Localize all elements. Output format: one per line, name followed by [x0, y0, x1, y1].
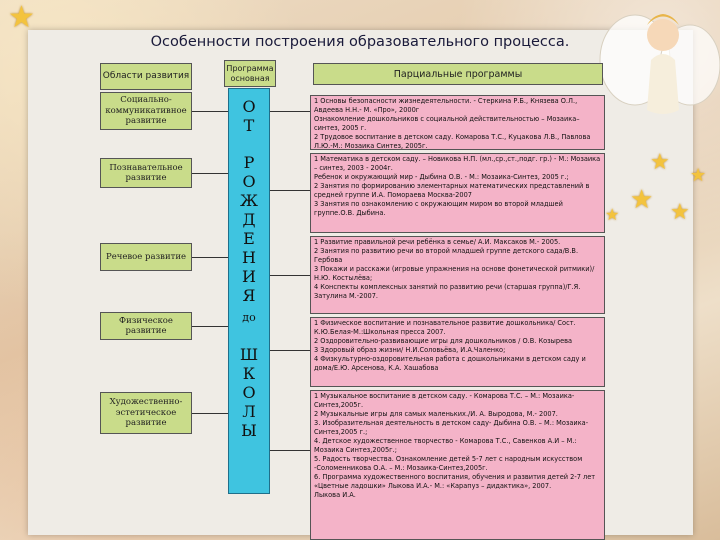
star-icon: ★: [690, 165, 707, 186]
area-box: Речевое развитие: [100, 243, 192, 271]
program-entry: 2 Оздоровительно-развивающие игры для до…: [314, 337, 573, 345]
program-entry: 4 Конспекты комплексных занятий по разви…: [314, 283, 581, 300]
star-icon: ★: [605, 205, 620, 224]
partial-program-box: 1 Физическое воспитание и познавательное…: [310, 317, 605, 387]
program-letter: О: [242, 172, 256, 191]
program-letter: И: [242, 267, 256, 286]
program-letter: Ж: [240, 191, 258, 210]
fairy-illustration: [599, 14, 720, 114]
program-letter: Т: [243, 116, 255, 135]
program-letter: К: [242, 364, 256, 383]
program-letter: Я: [242, 286, 256, 305]
area-box: Социально-коммуникативное развитие: [100, 92, 192, 130]
connector-line: [192, 257, 228, 258]
program-letter: Л: [242, 402, 256, 421]
basic-program-header-label: Программа основная: [226, 63, 274, 83]
area-box: Физическое развитие: [100, 312, 192, 340]
areas-header: Области развития: [100, 63, 192, 90]
partial-programs-header-label: Парциальные программы: [393, 68, 523, 80]
area-label: Физическое развитие: [119, 315, 173, 337]
area-label: Познавательное развитие: [109, 162, 183, 184]
program-entry: 3 Покажи и расскажи (игровые упражнения …: [314, 265, 595, 282]
program-letter: Ш: [239, 345, 259, 364]
program-entry: 4 Физкультурно-оздоровительная работа с …: [314, 355, 586, 372]
program-entry: 2 Музыкальные игры для самых маленьких./…: [314, 410, 558, 418]
program-entry: Ознакомление дошкольников с социальной д…: [314, 115, 580, 132]
star-icon: ★: [670, 200, 690, 225]
program-entry: 2 Трудовое воспитание в детском саду. Ко…: [314, 133, 591, 150]
program-entry: 2 Занятия по формированию элементарных м…: [314, 182, 590, 199]
connector-line: [192, 111, 228, 112]
basic-program-column: О Т Р О Ж Д Е Н И Я до Ш К О Л Ы: [228, 88, 270, 494]
partial-program-box: 1 Математика в детском саду. – Новикова …: [310, 153, 605, 233]
area-box: Познавательное развитие: [100, 158, 192, 188]
area-label: Социально-коммуникативное развитие: [105, 95, 187, 127]
program-entry: 3. Изобразительная деятельность в детско…: [314, 419, 589, 436]
area-label: Художественно-эстетическое развитие: [109, 397, 183, 429]
star-icon: ★: [650, 150, 670, 175]
program-entry: 5. Радость творчества. Ознакомление дете…: [314, 455, 583, 472]
program-entry: 2 Занятия по развитию речи во второй мла…: [314, 247, 579, 264]
star-icon: ★: [630, 185, 654, 215]
partial-program-box: 1 Музыкальное воспитание в детском саду.…: [310, 390, 605, 540]
areas-header-label: Области развития: [102, 71, 190, 81]
partial-programs-header: Парциальные программы: [313, 63, 603, 85]
connector-line: [270, 450, 310, 451]
program-letter: О: [242, 383, 256, 402]
program-entry: 1 Основы безопасности жизнедеятельности.…: [314, 97, 578, 114]
program-entry: 1 Физическое воспитание и познавательное…: [314, 319, 576, 336]
program-letter: Д: [242, 210, 256, 229]
basic-program-header: Программа основная: [224, 60, 276, 87]
program-entry: Лыкова И.А.: [314, 491, 356, 499]
program-entry: 1 Математика в детском саду. – Новикова …: [314, 155, 601, 172]
connector-line: [192, 173, 228, 174]
program-entry: 1 Развитие правильной речи ребёнка в сем…: [314, 238, 561, 246]
connector-line: [270, 350, 310, 351]
program-letter: Р: [243, 153, 255, 172]
partial-program-box: 1 Развитие правильной речи ребёнка в сем…: [310, 236, 605, 314]
program-entry: 4. Детское художественное творчество - К…: [314, 437, 577, 454]
program-word-do: до: [242, 311, 256, 324]
program-letter: О: [242, 97, 256, 116]
program-letter: Е: [243, 229, 255, 248]
program-letter: Ы: [241, 421, 257, 440]
program-entry: Ребенок и окружающий мир - Дыбина О.В. -…: [314, 173, 569, 181]
connector-line: [192, 326, 228, 327]
area-box: Художественно-эстетическое развитие: [100, 392, 192, 434]
program-entry: 3 Здоровый образ жизни/ Н.И.Соловьёва, И…: [314, 346, 506, 354]
area-label: Речевое развитие: [105, 251, 187, 262]
program-entry: 3 Занятия по ознакомлению с окружающим м…: [314, 200, 563, 217]
partial-program-box: 1 Основы безопасности жизнедеятельности.…: [310, 95, 605, 150]
page-title: Особенности построения образовательного …: [150, 34, 570, 50]
connector-line: [192, 413, 228, 414]
connector-line: [270, 190, 310, 191]
connector-line: [270, 275, 310, 276]
program-letter: Н: [242, 248, 256, 267]
connector-line: [270, 111, 310, 112]
star-icon: ★: [8, 0, 35, 35]
program-entry: 1 Музыкальное воспитание в детском саду.…: [314, 392, 575, 409]
program-entry: 6. Программа художественного воспитания,…: [314, 473, 596, 490]
